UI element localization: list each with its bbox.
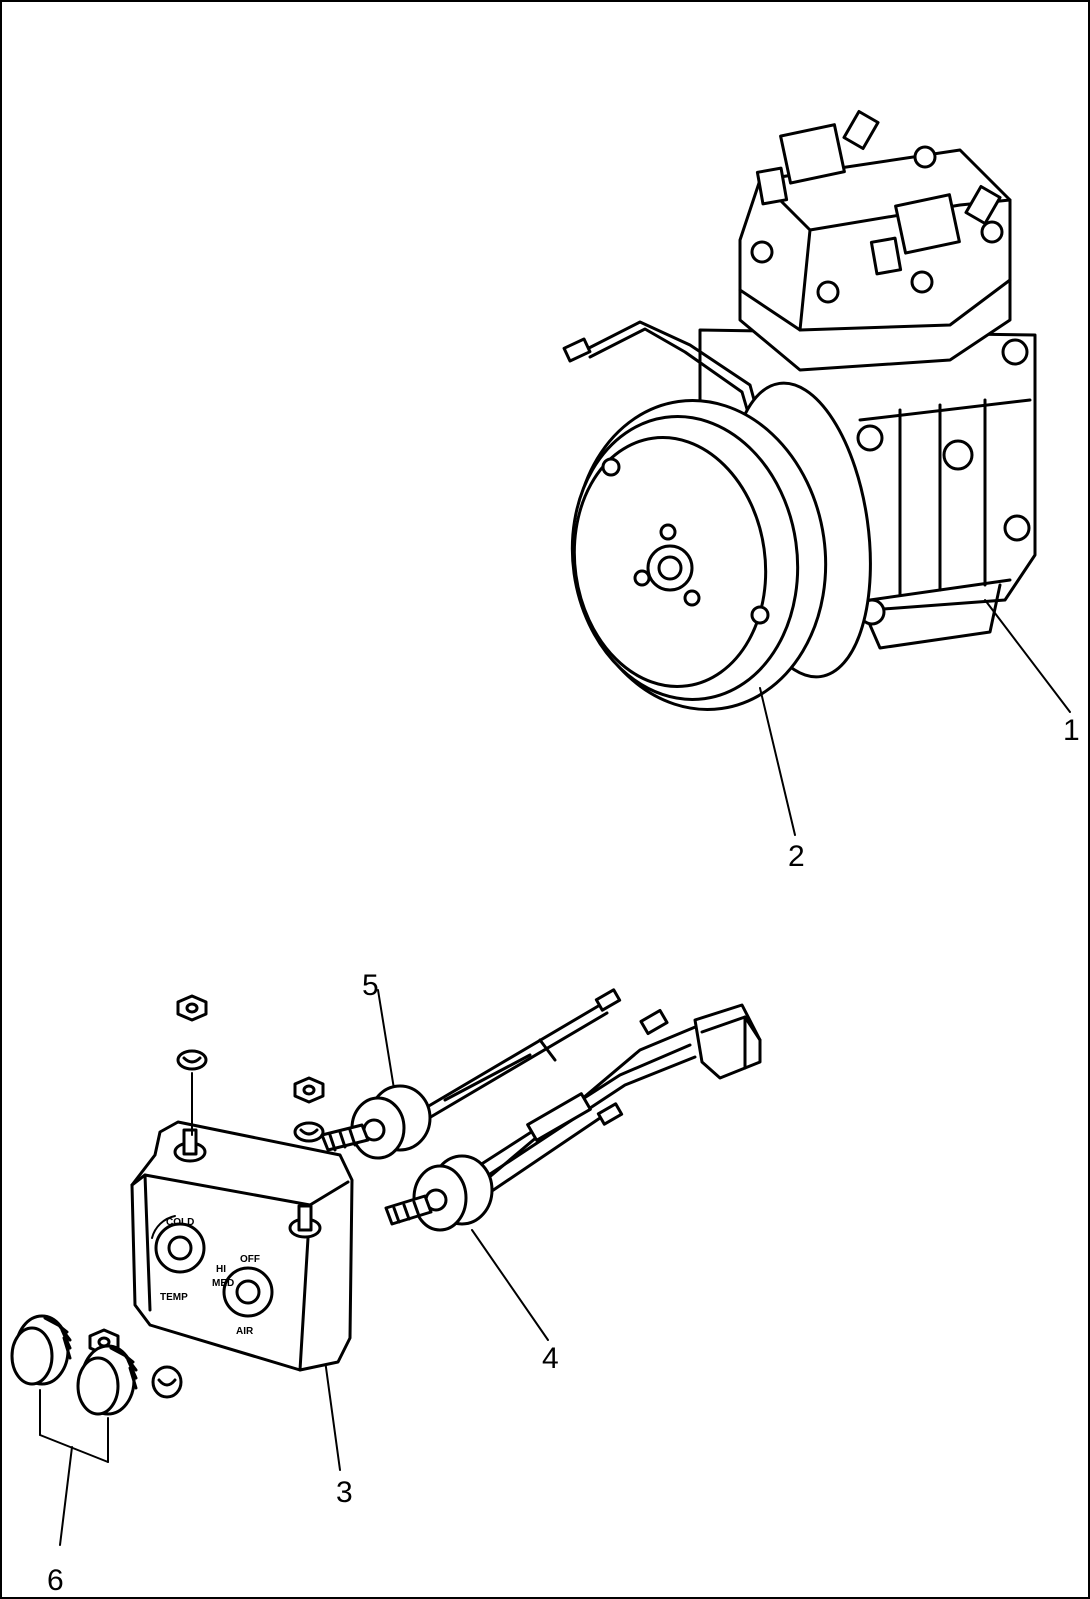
callout-1: 1 (1063, 714, 1080, 747)
control-panel: COLD TEMP AIR OFF HI MED (130, 1120, 354, 1372)
label-off: OFF (240, 1254, 260, 1265)
label-cold: COLD (166, 1217, 194, 1228)
label-hi: HI (216, 1264, 226, 1275)
callout-5: 5 (362, 969, 379, 1002)
callout-2: 2 (788, 840, 805, 873)
callout-3: 3 (336, 1476, 353, 1509)
leader-lines (39, 599, 1071, 1546)
label-air: AIR (236, 1326, 254, 1337)
switch-harness (320, 988, 762, 1232)
callout-6: 6 (47, 1564, 64, 1597)
label-temp: TEMP (160, 1292, 188, 1303)
label-med: MED (212, 1278, 234, 1289)
knobs (10, 1314, 138, 1416)
magnetic-clutch (570, 381, 872, 711)
callout-4: 4 (542, 1342, 559, 1375)
